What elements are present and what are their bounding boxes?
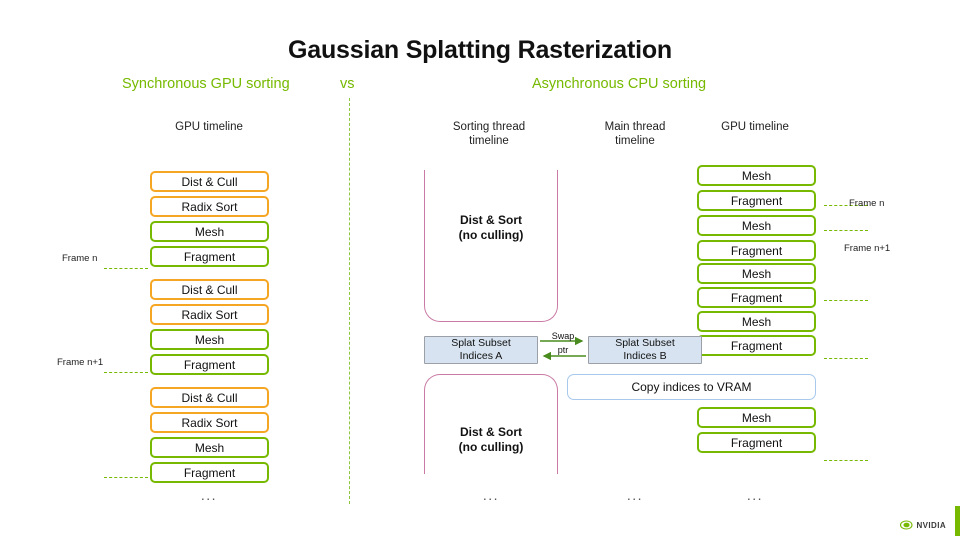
page-title: Gaussian Splatting Rasterization: [288, 36, 672, 64]
left-stage-box-mesh-10[interactable]: Mesh: [150, 437, 269, 458]
dist-and-sort-label-1: Dist & Sort (no culling): [458, 213, 524, 242]
left-stage-box-dist-cull-8[interactable]: Dist & Cull: [150, 387, 269, 408]
ellipsis-sorting-thread: ...: [482, 487, 500, 503]
right-stage-box-mesh-8[interactable]: Mesh: [697, 407, 816, 428]
right-stage-box-mesh-6[interactable]: Mesh: [697, 311, 816, 332]
right-frame-divider-3: [824, 300, 868, 301]
dist-and-sort-block-1: [424, 170, 558, 322]
right-frame-label-n: Frame n: [849, 198, 885, 209]
left-stage-box-mesh-2[interactable]: Mesh: [150, 221, 269, 242]
right-stage-box-fragment-7[interactable]: Fragment: [697, 335, 816, 356]
right-stage-box-mesh-0[interactable]: Mesh: [697, 165, 816, 186]
left-stage-box-radix-sort-1[interactable]: Radix Sort: [150, 196, 269, 217]
right-stage-box-fragment-9[interactable]: Fragment: [697, 432, 816, 453]
ellipsis-main-thread: ...: [626, 487, 644, 503]
right-frame-label-n1: Frame n+1: [844, 243, 891, 254]
right-stage-box-fragment-3[interactable]: Fragment: [697, 240, 816, 261]
left-frame-divider-2: [104, 372, 148, 373]
left-frame-label-n1: Frame n+1: [57, 357, 104, 368]
right-stage-box-mesh-2[interactable]: Mesh: [697, 215, 816, 236]
right-frame-divider-1: [824, 205, 868, 206]
dist-and-sort-block-2: [424, 374, 558, 474]
left-frame-label-n: Frame n: [62, 253, 98, 264]
subtitle-left-approach: Synchronous GPU sorting: [122, 76, 290, 92]
ellipsis-right: ...: [746, 487, 764, 503]
left-stage-box-dist-cull-4[interactable]: Dist & Cull: [150, 279, 269, 300]
left-stage-box-radix-sort-5[interactable]: Radix Sort: [150, 304, 269, 325]
dist-and-sort-label-2: Dist & Sort (no culling): [458, 425, 524, 454]
right-stage-box-fragment-5[interactable]: Fragment: [697, 287, 816, 308]
right-frame-divider-4: [824, 358, 868, 359]
left-stage-box-fragment-3[interactable]: Fragment: [150, 246, 269, 267]
subtitle-right-approach: Asynchronous CPU sorting: [532, 76, 707, 92]
right-stage-box-mesh-4[interactable]: Mesh: [697, 263, 816, 284]
left-stage-box-fragment-7[interactable]: Fragment: [150, 354, 269, 375]
right-stage-box-fragment-1[interactable]: Fragment: [697, 190, 816, 211]
brand-green-bar: [955, 506, 960, 536]
left-frame-divider-1: [104, 268, 148, 269]
nvidia-logo-text: NVIDIA: [916, 520, 946, 530]
swap-arrow-icon: [540, 336, 586, 361]
nvidia-eye-icon: [900, 520, 914, 530]
column-header-main-thread: Main thread timeline: [604, 121, 666, 147]
vertical-dashed-divider: [349, 98, 350, 504]
ellipsis-left: ...: [200, 487, 218, 503]
left-stage-box-dist-cull-0[interactable]: Dist & Cull: [150, 171, 269, 192]
subtitle-vs-separator: vs: [340, 76, 355, 92]
column-header-left-gpu-timeline: GPU timeline: [175, 121, 243, 133]
right-frame-divider-2: [824, 230, 868, 231]
swap-label-top: Swap: [551, 331, 575, 341]
column-header-right-gpu-timeline: GPU timeline: [721, 121, 789, 133]
left-frame-divider-3: [104, 477, 148, 478]
splat-subset-indices-a[interactable]: Splat Subset Indices A: [424, 336, 538, 364]
left-stage-box-radix-sort-9[interactable]: Radix Sort: [150, 412, 269, 433]
splat-subset-indices-b[interactable]: Splat Subset Indices B: [588, 336, 702, 364]
left-stage-box-fragment-11[interactable]: Fragment: [150, 462, 269, 483]
right-frame-divider-5: [824, 460, 868, 461]
column-header-sorting-thread: Sorting thread timeline: [452, 121, 526, 147]
copy-indices-to-vram-box[interactable]: Copy indices to VRAM: [567, 374, 816, 400]
left-stage-box-mesh-6[interactable]: Mesh: [150, 329, 269, 350]
swap-ptr-arrows: [538, 334, 588, 366]
swap-label-bottom: ptr: [557, 345, 569, 355]
nvidia-logo: NVIDIA: [899, 520, 946, 530]
